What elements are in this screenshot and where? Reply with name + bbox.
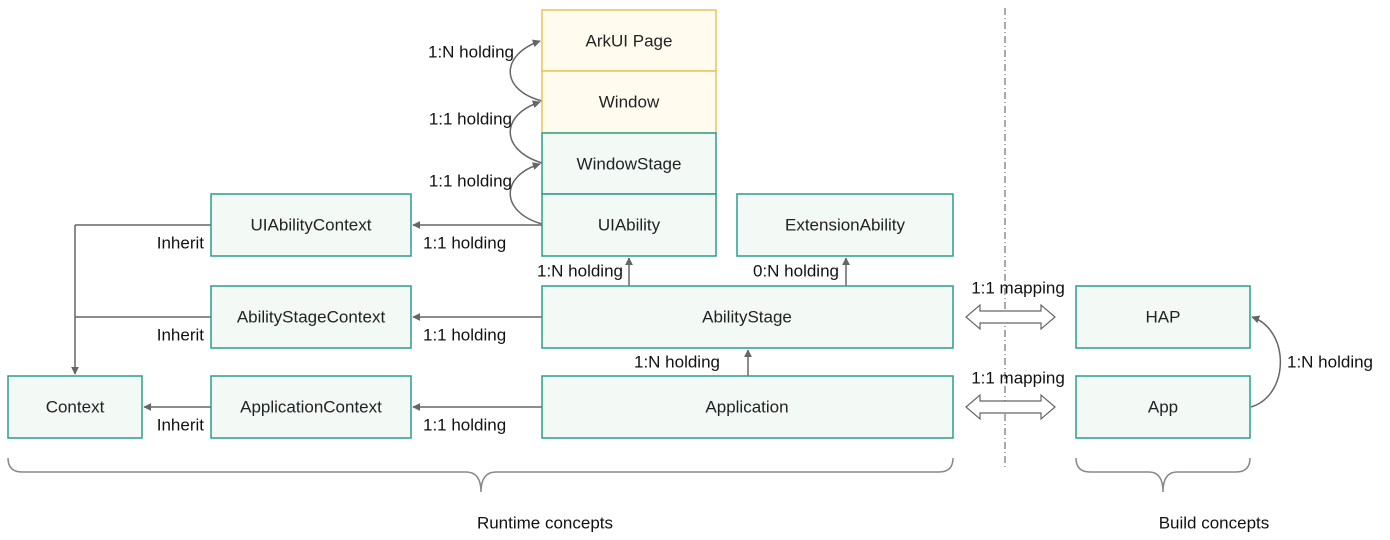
edge-label-windowstage-uiability: 1:1 holding <box>429 172 512 191</box>
node-label: WindowStage <box>577 155 682 174</box>
edge-label-uiability-context: 1:1 holding <box>423 234 506 253</box>
arrow-window-to-page <box>509 39 543 102</box>
node-label: App <box>1148 398 1178 417</box>
arrow-uiability-to-windowstage <box>509 162 543 225</box>
node-arkui-page: ArkUI Page <box>541 9 717 72</box>
node-context: Context <box>7 375 143 439</box>
edge-label-inherit-application: Inherit <box>157 416 205 435</box>
edge-label-app-hap: 1:N holding <box>1287 353 1373 372</box>
edge-label-mapping-stage-hap: 1:1 mapping <box>971 279 1065 298</box>
node-label: Context <box>46 398 105 417</box>
node-label: UIAbility <box>598 216 661 235</box>
node-ability-stage-context: AbilityStageContext <box>210 285 412 349</box>
node-hap: HAP <box>1075 285 1251 349</box>
edge-label-inherit-stage: Inherit <box>157 326 205 345</box>
node-label: Window <box>599 93 660 112</box>
node-label: HAP <box>1146 308 1181 327</box>
node-label: AbilityStageContext <box>237 308 386 327</box>
node-label: ExtensionAbility <box>785 216 906 235</box>
node-application: Application <box>541 375 954 439</box>
node-app: App <box>1075 375 1251 439</box>
runtime-concepts-brace <box>7 457 954 493</box>
edge-label-stage-uiability: 1:N holding <box>537 262 623 281</box>
build-concepts-brace <box>1075 457 1251 493</box>
edge-label-page-window: 1:N holding <box>428 43 514 62</box>
node-uiability-context: UIAbilityContext <box>210 193 412 257</box>
node-application-context: ApplicationContext <box>210 375 412 439</box>
node-label: Application <box>705 398 788 417</box>
node-label: ArkUI Page <box>586 32 673 51</box>
edge-label-stage-extension: 0:N holding <box>753 262 839 281</box>
node-uiability: UIAbility <box>541 193 717 257</box>
node-extension-ability: ExtensionAbility <box>736 193 954 257</box>
runtime-concepts-label: Runtime concepts <box>477 514 613 533</box>
edge-label-stage-context: 1:1 holding <box>423 326 506 345</box>
node-label: AbilityStage <box>702 308 792 327</box>
mapping-arrow-application-app <box>965 393 1056 421</box>
node-window-stage: WindowStage <box>541 132 717 195</box>
edge-label-application-context: 1:1 holding <box>423 416 506 435</box>
build-concepts-label: Build concepts <box>1159 514 1270 533</box>
node-window: Window <box>541 70 717 134</box>
edge-label-mapping-app: 1:1 mapping <box>971 369 1065 388</box>
edge-label-app-stage: 1:N holding <box>634 353 720 372</box>
node-label: ApplicationContext <box>240 398 382 417</box>
connectors <box>71 39 1281 411</box>
arrow-app-to-hap <box>1250 315 1281 408</box>
arrow-windowstage-to-window <box>509 100 543 164</box>
node-label: UIAbilityContext <box>251 216 372 235</box>
mapping-arrow-stage-hap <box>965 303 1056 331</box>
edge-label-window-windowstage: 1:1 holding <box>429 110 512 129</box>
edge-label-inherit-uiability: Inherit <box>157 234 205 253</box>
node-ability-stage: AbilityStage <box>541 285 954 349</box>
